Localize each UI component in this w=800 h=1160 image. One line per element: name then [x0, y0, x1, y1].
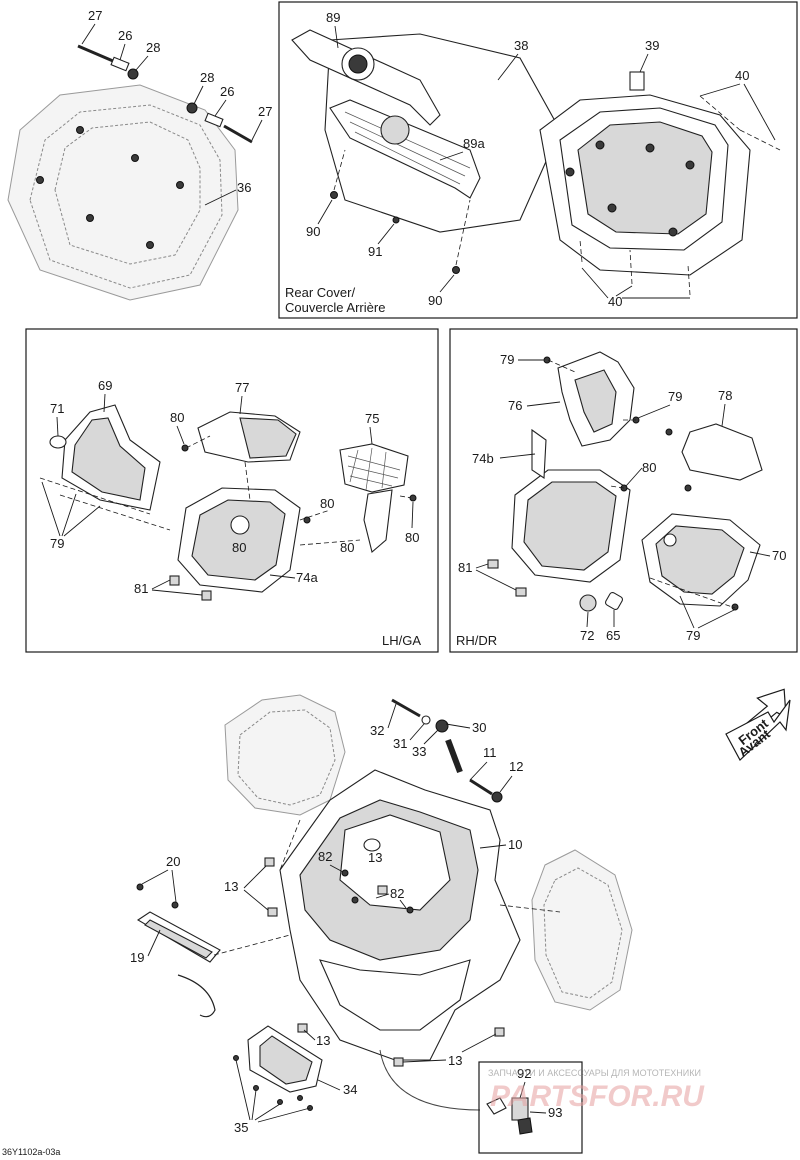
diagram-id: 36Y1102a-03a: [2, 1147, 60, 1157]
callout-13-left: 13: [224, 879, 238, 894]
callout-12: 12: [509, 759, 523, 774]
rear-frame-screws: [565, 140, 695, 237]
callout-33: 33: [412, 744, 426, 759]
inset-92-93: 92 93: [486, 1066, 562, 1135]
top-screw-dots: [36, 126, 184, 249]
callout-40-bottom: 40: [608, 294, 622, 309]
callout-34: 34: [343, 1082, 357, 1097]
callout-71: 71: [50, 401, 64, 416]
callout-30: 30: [472, 720, 486, 735]
callout-32: 32: [370, 723, 384, 738]
callout-27-top: 27: [88, 8, 102, 23]
callout-81-rh: 81: [458, 560, 472, 575]
callout-89: 89: [326, 10, 340, 25]
callout-79-rh-top: 79: [500, 352, 514, 367]
rh-panel-frame: [449, 328, 798, 653]
rear-cover-title-fr: Couvercle Arrière: [285, 300, 385, 315]
callout-39: 39: [645, 38, 659, 53]
lamp-34: [233, 1025, 323, 1111]
rear-cover-panel-frame: [278, 1, 798, 319]
rear-cover-title-en: Rear Cover/: [285, 285, 355, 300]
callout-19: 19: [130, 950, 144, 965]
rh-panel: 79 76 79 78 74b 80 81 70 72 65 79 RH/DR: [456, 351, 786, 648]
callout-26-right: 26: [220, 84, 234, 99]
callout-80-mid: 80: [320, 496, 334, 511]
lh-panel-frame: [25, 328, 439, 653]
callout-91: 91: [368, 244, 382, 259]
callout-79-rh-mid: 79: [668, 389, 682, 404]
callout-38: 38: [514, 38, 528, 53]
watermark-logo: PARTSFOR.RU: [490, 1080, 705, 1113]
light-bar-19: [136, 883, 221, 1018]
callout-78: 78: [718, 388, 732, 403]
callout-20: 20: [166, 854, 180, 869]
callout-10: 10: [508, 837, 522, 852]
callout-89a: 89a: [463, 136, 485, 151]
top-left-assembly: 27 26 28 28 26 27 36: [7, 8, 272, 301]
callout-90-bottom: 90: [428, 293, 442, 308]
watermark: ЗАПЧАСТИ И АКСЕССУАРЫ ДЛЯ МОТОТЕХНИКИ PA…: [488, 1068, 705, 1113]
front-arrow: Front Avant: [725, 688, 791, 761]
callout-93: 93: [548, 1105, 562, 1120]
callout-79-rh-bottom: 79: [686, 628, 700, 643]
callout-70: 70: [772, 548, 786, 563]
callout-13-lower-left: 13: [316, 1033, 330, 1048]
bolt-assembly-right: [186, 102, 253, 144]
callout-80-upper: 80: [170, 410, 184, 425]
lh-panel: 69 77 71 80 75 80 79 80 80 80 81 74a LH/…: [39, 378, 421, 648]
callout-74a: 74a: [296, 570, 318, 585]
callout-79-lh: 79: [50, 536, 64, 551]
rear-cover-panel: 89 38 39 40 89a 90 91 90 40 Rear Cover/ …: [285, 10, 781, 315]
callout-13-lower-right: 13: [448, 1053, 462, 1068]
callout-74b: 74b: [472, 451, 494, 466]
callout-90-left: 90: [306, 224, 320, 239]
callout-26-top: 26: [118, 28, 132, 43]
cap-71: [49, 435, 67, 449]
callout-76: 76: [508, 398, 522, 413]
callout-65: 65: [606, 628, 620, 643]
callout-13-upper: 13: [368, 850, 382, 865]
callout-36: 36: [237, 180, 251, 195]
callout-80-right: 80: [405, 530, 419, 545]
callout-75: 75: [365, 411, 379, 426]
watermark-tagline: ЗАПЧАСТИ И АКСЕССУАРЫ ДЛЯ МОТОТЕХНИКИ: [488, 1068, 701, 1078]
callout-28-right: 28: [200, 70, 214, 85]
inset-92-93-frame: [478, 1061, 583, 1154]
callout-72: 72: [580, 628, 594, 643]
callout-82-upper: 82: [318, 849, 332, 864]
rh-panel-label: RH/DR: [456, 633, 497, 648]
callout-35: 35: [234, 1120, 248, 1135]
main-assembly: 32 30 31 33 11 12 10 82 13 20 13 82 19 1…: [130, 694, 633, 1135]
callout-31: 31: [393, 736, 407, 751]
callout-27-right: 27: [258, 104, 272, 119]
grommet-65: [604, 591, 624, 611]
clip-39: [629, 71, 645, 91]
main-clips: [264, 857, 505, 1067]
bolt-assembly-left: [77, 44, 139, 80]
lh-panel-label: LH/GA: [382, 633, 421, 648]
cap-72: [579, 594, 597, 612]
callout-82-mid: 82: [390, 886, 404, 901]
callout-80-rh: 80: [642, 460, 656, 475]
strut-assembly: [391, 698, 503, 803]
callout-69: 69: [98, 378, 112, 393]
callout-81-lh: 81: [134, 581, 148, 596]
callout-80-lower: 80: [340, 540, 354, 555]
callout-28-top: 28: [146, 40, 160, 55]
callout-92: 92: [517, 1066, 531, 1081]
callout-11: 11: [483, 745, 497, 760]
callout-77: 77: [235, 380, 249, 395]
callout-80-inner: 80: [232, 540, 246, 555]
callout-40-top: 40: [735, 68, 749, 83]
